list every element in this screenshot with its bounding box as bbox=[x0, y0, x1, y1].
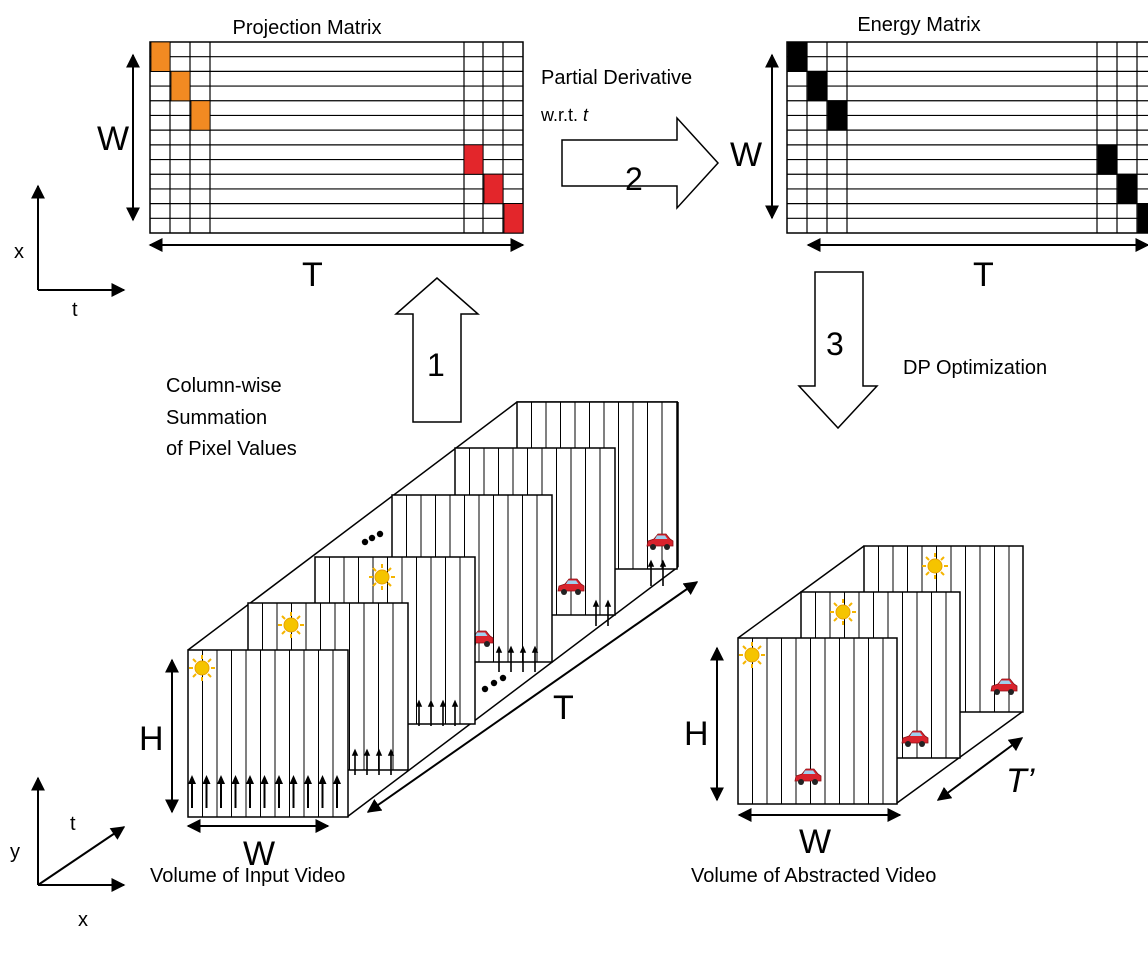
ellipsis-dot bbox=[490, 679, 498, 687]
input-depth-arrow bbox=[366, 581, 699, 813]
bottom-axis-x-label: x bbox=[78, 909, 88, 931]
highlight-cell bbox=[807, 70, 828, 102]
input-width-label: W bbox=[243, 835, 275, 873]
input-video-volume bbox=[187, 401, 679, 818]
step2-arrow bbox=[561, 116, 720, 210]
energy-matrix bbox=[786, 41, 1148, 234]
highlight-cell bbox=[1137, 203, 1148, 234]
highlight-cell bbox=[503, 203, 524, 234]
projection-matrix-title: Projection Matrix bbox=[233, 17, 382, 39]
energy-matrix-title: Energy Matrix bbox=[857, 14, 980, 36]
highlight-cell bbox=[150, 41, 171, 72]
step2-label-line2: w.r.t. t bbox=[540, 105, 589, 125]
input-depth-label: T bbox=[553, 689, 574, 727]
highlight-cell bbox=[1117, 173, 1138, 205]
highlight-cell bbox=[1097, 144, 1118, 175]
highlight-cell bbox=[463, 144, 484, 175]
ellipsis-dot bbox=[376, 530, 384, 538]
volume-top-edge bbox=[187, 401, 518, 651]
ellipsis-dot bbox=[481, 685, 489, 693]
video-frame bbox=[187, 649, 349, 818]
input-caption: Volume of Input Video bbox=[150, 865, 345, 887]
abstracted-width-label: W bbox=[799, 823, 831, 861]
abstracted-depth-arrow bbox=[936, 737, 1024, 801]
step1-label-line1: Column-wise bbox=[166, 375, 282, 397]
step2-number: 2 bbox=[625, 161, 643, 197]
energy-width-label: T bbox=[973, 256, 994, 294]
highlight-cell bbox=[827, 100, 848, 131]
projection-height-label: W bbox=[97, 120, 129, 158]
ellipsis-dot bbox=[361, 538, 369, 546]
step1-label-line2: Summation bbox=[166, 407, 267, 429]
abstracted-depth-label: T’ bbox=[1006, 762, 1035, 800]
projection-matrix bbox=[149, 41, 524, 234]
step3-label: DP Optimization bbox=[903, 357, 1047, 379]
projection-width-label: T bbox=[302, 256, 323, 294]
highlight-cell bbox=[787, 41, 808, 72]
bottom-axis-y-label: y bbox=[10, 841, 20, 863]
step1-number: 1 bbox=[427, 347, 445, 383]
top-axes bbox=[31, 184, 126, 297]
top-axis-x-label: x bbox=[14, 241, 24, 263]
step1-label-line3: of Pixel Values bbox=[166, 438, 297, 460]
highlight-cell bbox=[170, 70, 191, 102]
ellipsis-dot bbox=[368, 534, 376, 542]
abstracted-caption: Volume of Abstracted Video bbox=[691, 865, 936, 887]
ellipsis-dot bbox=[499, 674, 507, 682]
video-frame bbox=[737, 637, 898, 805]
bottom-axis-t-label: t bbox=[70, 813, 76, 835]
highlight-cell bbox=[190, 100, 211, 131]
abstracted-video-volume bbox=[737, 545, 1024, 805]
input-height-label: H bbox=[139, 720, 164, 758]
energy-height-label: W bbox=[730, 136, 762, 174]
abstracted-height-label: H bbox=[684, 715, 709, 753]
step3-number: 3 bbox=[826, 326, 844, 362]
frame-border bbox=[187, 649, 349, 818]
matrix-border bbox=[149, 41, 524, 234]
bottom-axes bbox=[31, 776, 126, 892]
matrix-border bbox=[786, 41, 1148, 234]
highlight-cell bbox=[483, 173, 504, 205]
step2-label-line1: Partial Derivative bbox=[541, 67, 692, 89]
step1-arrow bbox=[394, 277, 480, 423]
step3-arrow bbox=[797, 271, 879, 430]
top-axis-t-label: t bbox=[72, 299, 78, 321]
